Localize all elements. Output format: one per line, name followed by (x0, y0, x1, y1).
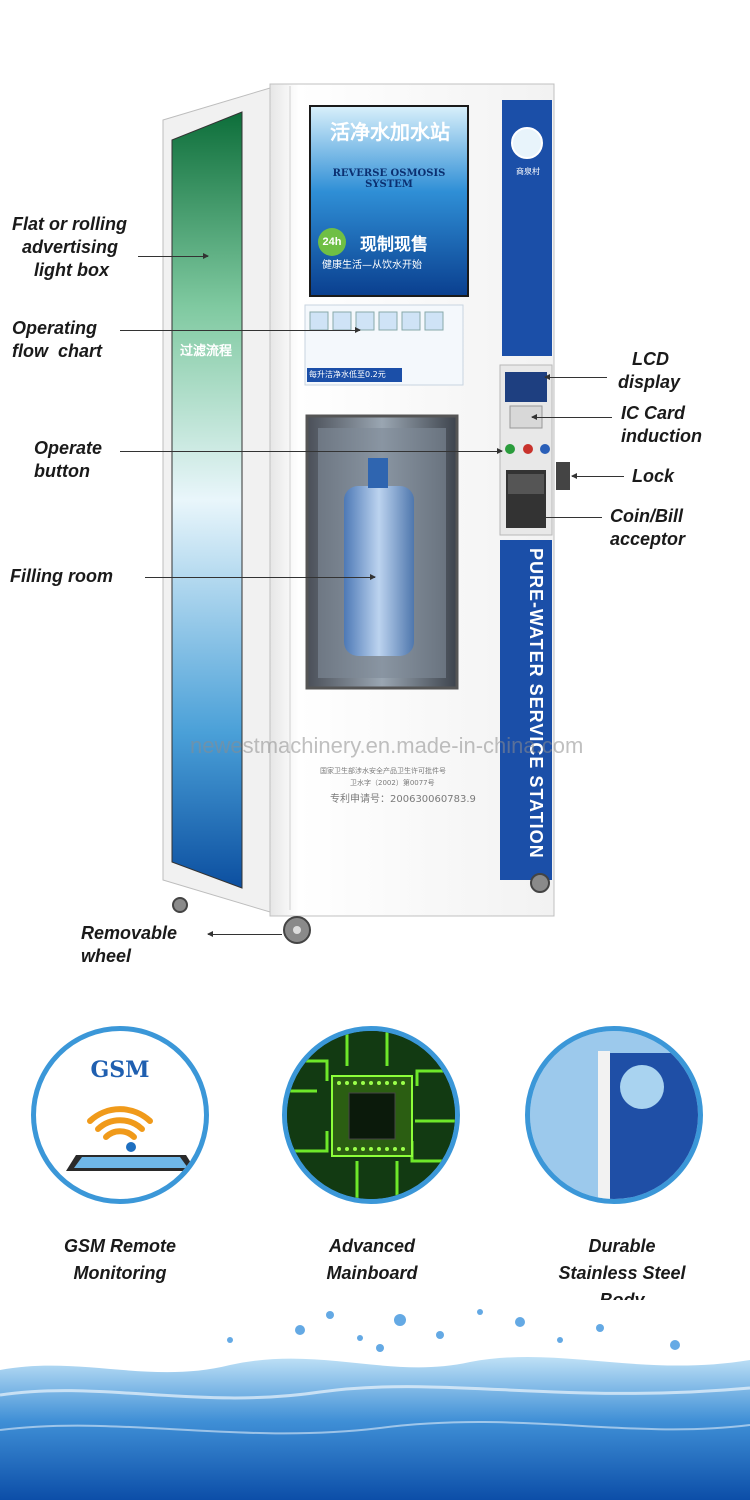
callout-wheel-line2: wheel (81, 946, 132, 966)
callout-lightbox-line1: Flat or rolling (12, 214, 127, 234)
arrow-lock (571, 473, 624, 479)
feature-gsm-line2: Monitoring (73, 1263, 167, 1283)
side-strip-text: PURE-WATER SERVICE STATION (526, 548, 546, 859)
feature-steel-line2: Stainless Steel (558, 1263, 686, 1283)
callout-lcd-line1: LCD (632, 349, 669, 369)
advertising-light-box (171, 111, 243, 889)
feature-circle-gsm: GSM (31, 1026, 209, 1204)
water-bottle (344, 486, 414, 656)
callout-lcd-line2: display (618, 372, 681, 392)
callout-lightbox-line2: advertising (22, 237, 119, 257)
price-text: 每升洁净水低至0.2元 (309, 370, 386, 379)
arrow-operate-button (120, 448, 503, 454)
callout-wheel-line1: Removable (81, 923, 178, 943)
license-line-1: 国家卫生部涉水安全产品卫生许可批件号 (320, 767, 446, 775)
watermark: newestmachinery.en.made-in-china.com (190, 733, 584, 758)
callout-lock: Lock (632, 466, 675, 486)
arrow-ic-card (531, 414, 612, 420)
circuit-board-icon (287, 1031, 455, 1199)
tablet-icon (66, 1142, 196, 1171)
callout-flowchart: Operating flow chart (12, 317, 102, 363)
feature-label-mainboard: Advanced Mainboard (272, 1233, 472, 1287)
feature-mainboard-line2: Mainboard (326, 1263, 418, 1283)
side-panel-title: 过滤流程 (179, 344, 232, 359)
callout-lcd: LCD display (612, 348, 680, 394)
arrow-coin-bill (529, 514, 602, 520)
callout-removable-wheel: Removable wheel (81, 922, 177, 968)
license-line-3: 专利申请号：200630060783.9 (330, 794, 476, 805)
logo-text: 商泉村 (516, 167, 540, 176)
callout-ic-line1: IC Card (621, 403, 686, 423)
water-splash-banner (0, 1300, 750, 1500)
gsm-caption: GSM (90, 1057, 150, 1083)
callout-ic-card: IC Card induction (621, 402, 702, 448)
top-poster-panel (309, 105, 469, 297)
license-line-2: 卫水字（2002）第0077号 (350, 779, 435, 787)
callout-flowchart-line1: Operating (12, 318, 98, 338)
callout-coin-line2: acceptor (610, 529, 686, 549)
feature-mainboard-line1: Advanced (328, 1236, 416, 1256)
right-blue-strip-bottom (500, 540, 552, 880)
lcd-screen (505, 372, 547, 402)
callout-filling-room: Filling room (10, 566, 113, 586)
callout-coin-bill: Coin/Bill acceptor (610, 505, 685, 551)
callout-coin-line1: Coin/Bill (610, 506, 683, 526)
vending-machine-illustration (162, 83, 570, 944)
wheel (172, 897, 188, 913)
callout-lightbox-line3: light box (34, 260, 109, 280)
lock-body (556, 462, 570, 490)
arrow-filling-room (145, 574, 376, 580)
arrow-lcd (544, 374, 607, 380)
feature-label-gsm: GSM Remote Monitoring (20, 1233, 220, 1287)
arrow-removable-wheel (207, 931, 282, 937)
promo-text: 现制现售 (360, 235, 428, 255)
feature-steel-line1: Durable (588, 1236, 656, 1256)
steel-body-icon (530, 1031, 698, 1199)
logo-emblem (511, 127, 543, 159)
callout-lightbox: Flat or rolling advertising light box (12, 213, 127, 282)
arrow-flowchart (120, 327, 361, 333)
callout-operate-line1: Operate (34, 438, 103, 458)
wheel (530, 873, 550, 893)
callout-operate-line2: button (34, 461, 90, 481)
callout-ic-line2: induction (621, 426, 702, 446)
feature-gsm-line1: GSM Remote (63, 1236, 177, 1256)
top-panel-chinese-title: 活净水加水站 (330, 120, 450, 144)
badge-24h: 24h (318, 228, 346, 256)
top-panel-english-title: REVERSE OSMOSIS SYSTEM (332, 168, 446, 190)
arrow-lightbox (138, 253, 209, 259)
callout-flowchart-line2: flow chart (12, 341, 103, 361)
feature-circle-mainboard (282, 1026, 460, 1204)
callout-operate-button: Operate button (34, 437, 102, 483)
feature-circle-steel (525, 1026, 703, 1204)
wifi-signal-icon (87, 1106, 153, 1140)
slogan-text: 健康生活—从饮水开始 (322, 260, 422, 271)
